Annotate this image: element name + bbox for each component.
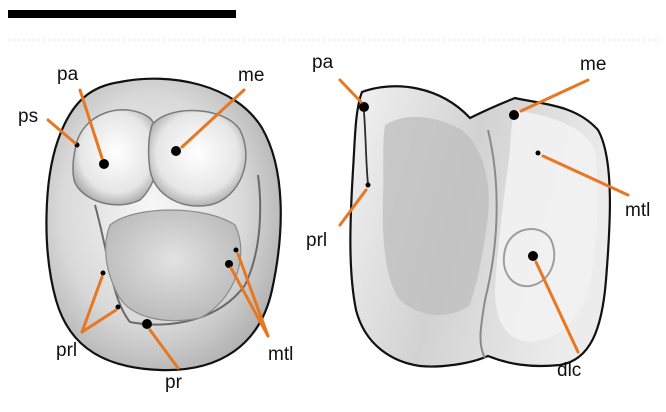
right-shaded-surface [383,117,489,315]
right-dlc-point [528,251,538,261]
right-label-mtl: mtl [625,200,650,221]
right-label-me: me [580,54,606,75]
left-label-pa: pa [57,64,79,85]
left-mtl-point-2 [234,248,239,253]
right-tooth-lateral-view: pa me mtl prl dlc [306,52,650,381]
right-label-dlc: dlc [557,360,581,381]
left-prl-point-upper [101,271,106,276]
left-pr-point [142,319,152,329]
left-label-pr: pr [165,372,183,393]
left-label-mtl: mtl [268,344,293,365]
left-me-point [171,146,181,156]
left-label-me: me [238,65,264,86]
right-pa-point [359,102,369,112]
left-metacone-cusp [149,111,246,206]
left-pa-point [99,159,109,169]
right-mtl-point [536,151,541,156]
right-pa-leader [340,80,361,102]
right-label-prl: prl [306,230,327,251]
right-me-point [509,110,519,120]
left-label-ps: ps [18,106,38,127]
right-prl-point [366,183,371,188]
right-label-pa: pa [312,52,334,73]
left-label-prl: prl [56,340,77,361]
scale-bar [8,10,236,18]
left-tooth-occlusal-view: pa me ps prl mtl pr [18,64,293,393]
